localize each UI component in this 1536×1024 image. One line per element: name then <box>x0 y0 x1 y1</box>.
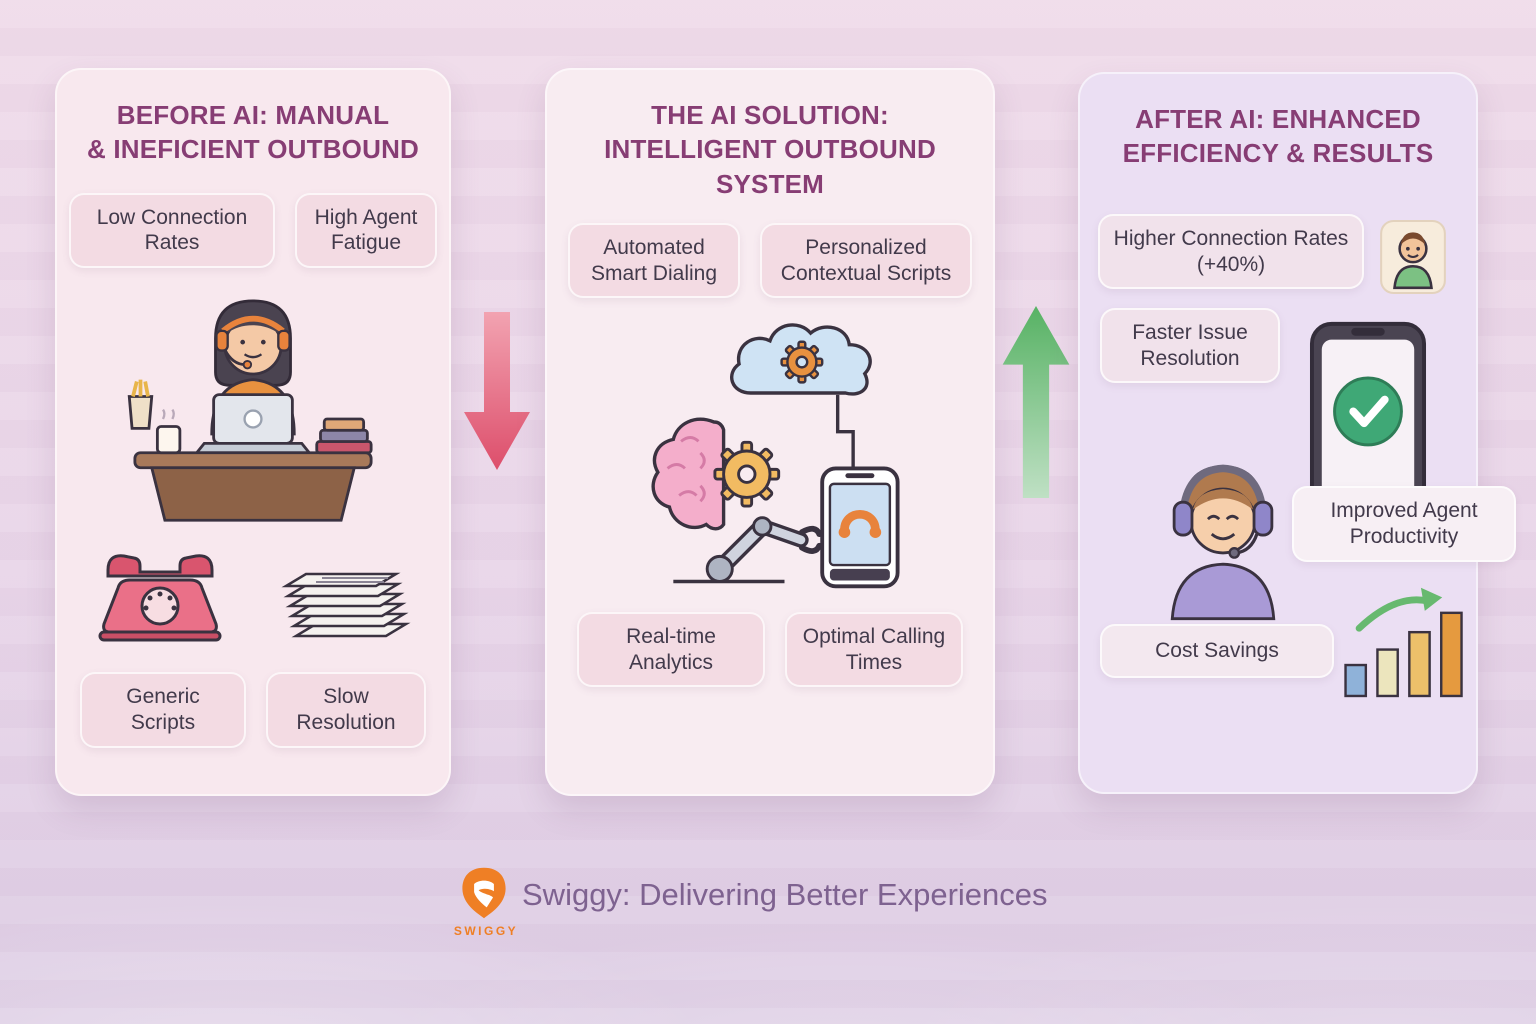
robot-arm-icon <box>673 516 823 584</box>
ai-system-illustration <box>651 323 900 589</box>
smartphone-call-icon <box>820 466 900 589</box>
solution-bottom-pills: Real-time Analytics Optimal Calling Time… <box>577 612 963 688</box>
pill-personalized-contextual-scripts: Personalized Contextual Scripts <box>760 222 972 299</box>
swiggy-wordmark: SWIGGY <box>453 924 519 938</box>
pill-optimal-calling-times: Optimal Calling Times <box>785 612 963 688</box>
pill-high-agent-fatigue: High Agent Fatigue <box>295 192 437 268</box>
snack-cup-icon <box>127 379 154 430</box>
swiggy-logo <box>462 867 506 919</box>
pill-higher-connection-rates: Higher Connection Rates (+40%) <box>1098 214 1364 290</box>
paper-stack-icon <box>281 572 411 638</box>
pill-slow-resolution: Slow Resolution <box>266 671 426 748</box>
panel-after-ai: AFTER AI: ENHANCED EFFICIENCY & RESULTS … <box>1078 72 1516 794</box>
footer-tagline: Swiggy: Delivering Better Experiences <box>522 877 1048 912</box>
laptop-icon <box>193 393 313 454</box>
desk-icon <box>133 451 373 522</box>
call-center-agent-at-desk-illustration <box>127 299 373 522</box>
pill-low-connection-rates: Low Connection Rates <box>69 192 275 268</box>
panel-before-title: BEFORE AI: MANUAL & INEFICIENT OUTBOUND <box>86 100 420 165</box>
customer-avatar-icon <box>1380 220 1446 294</box>
improvement-up-arrow-icon <box>1002 306 1070 498</box>
brain-icon <box>651 417 726 531</box>
panel-before-ai: BEFORE AI: MANUAL & INEFICIENT OUTBOUND … <box>55 68 451 796</box>
growth-bar-chart-icon <box>1344 587 1463 698</box>
decline-down-arrow-icon <box>464 312 530 470</box>
support-agent-headset-icon <box>1170 464 1276 621</box>
smartphone-check-icon <box>1309 321 1427 551</box>
rotary-phone-icon <box>98 554 222 642</box>
panel-ai-solution: THE AI SOLUTION: INTELLIGENT OUTBOUND SY… <box>545 68 995 796</box>
solution-top-pills: Automated Smart Dialing Personalized Con… <box>568 222 972 299</box>
connector-line <box>835 395 855 471</box>
panel-after-title: AFTER AI: ENHANCED EFFICIENCY & RESULTS <box>1122 104 1434 169</box>
pill-automated-smart-dialing: Automated Smart Dialing <box>568 222 740 299</box>
pill-faster-issue-resolution: Faster Issue Resolution <box>1100 308 1280 384</box>
before-bottom-illustrations <box>90 536 416 646</box>
before-bottom-pills: Generic Scripts Slow Resolution <box>80 671 426 748</box>
before-top-pills: Low Connection Rates High Agent Fatigue <box>69 192 437 268</box>
books-stack-icon <box>315 417 373 454</box>
pill-cost-savings: Cost Savings <box>1100 624 1334 678</box>
coffee-cup-icon <box>155 408 182 454</box>
panel-solution-title: THE AI SOLUTION: INTELLIGENT OUTBOUND SY… <box>604 100 936 199</box>
pill-realtime-analytics: Real-time Analytics <box>577 612 765 688</box>
gear-icon <box>780 340 824 384</box>
pill-improved-agent-productivity: Improved Agent Productivity <box>1292 486 1516 562</box>
brain-gear-icon <box>713 441 781 508</box>
pill-generic-scripts: Generic Scripts <box>80 671 246 748</box>
